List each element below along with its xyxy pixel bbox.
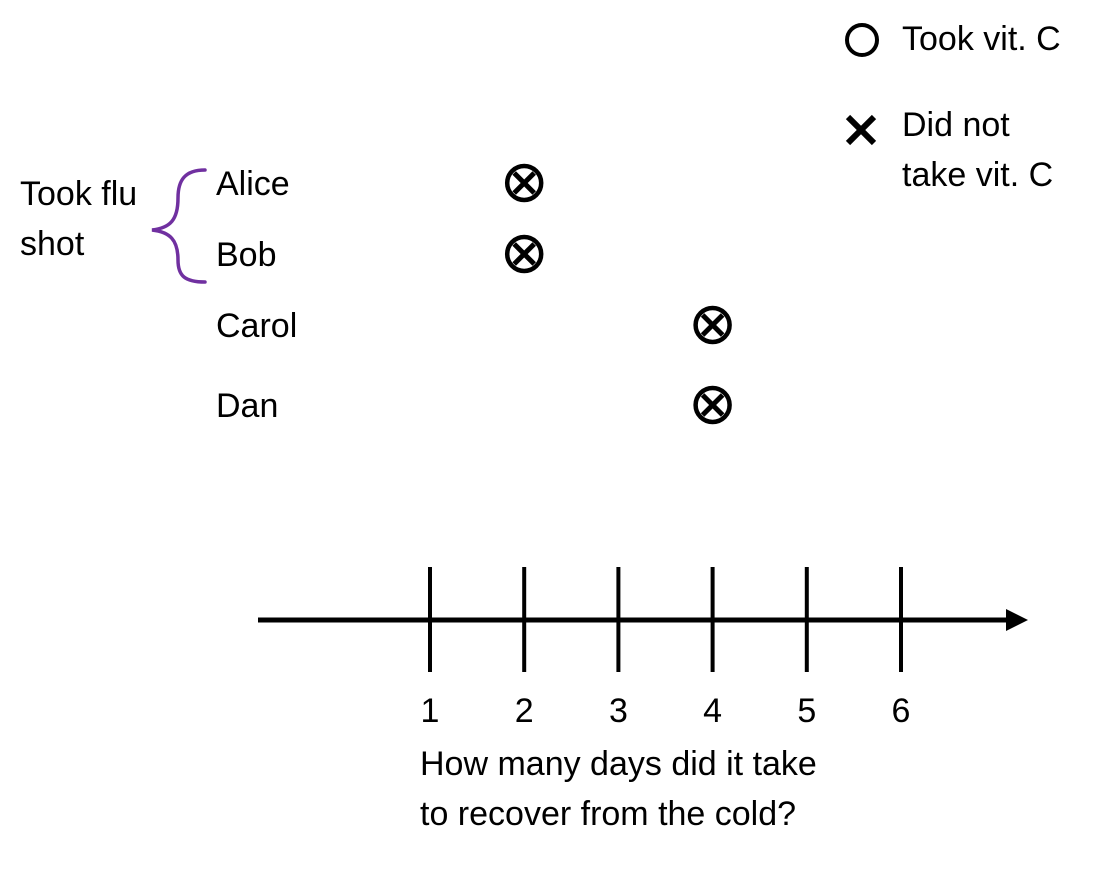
point-x-carol: [700, 313, 725, 337]
point-x-alice: [512, 171, 536, 195]
point-x-dan: [700, 393, 725, 417]
group-bracket-curve: [151, 168, 207, 284]
legend-marker-circle: [845, 23, 879, 57]
point-circle-dan: [693, 385, 732, 425]
point-circle-carol: [693, 305, 732, 345]
point-x-carol-stroke-2: [700, 313, 725, 337]
row-label-carol: Carol: [216, 307, 297, 345]
x-tick-label-5: 5: [797, 692, 816, 730]
legend: Took vit. C Did not take vit. C: [845, 20, 1061, 194]
group-label-line-2: shot: [20, 225, 85, 263]
point-x-bob: [512, 242, 536, 266]
legend-label-no-vit-c-line-1: Did not: [902, 106, 1010, 144]
point-x-dan-stroke-2: [700, 393, 725, 417]
row-label-dan: Dan: [216, 387, 278, 425]
point-x-alice-stroke-2: [512, 171, 536, 195]
data-point-carol: [693, 305, 732, 345]
row-label-bob: Bob: [216, 236, 277, 274]
row-label-alice: Alice: [216, 165, 290, 203]
x-tick-label-3: 3: [609, 692, 628, 730]
legend-label-took-vit-c: Took vit. C: [902, 20, 1061, 58]
legend-marker-x: [845, 114, 877, 146]
data-point-bob: [504, 234, 544, 274]
x-tick-label-6: 6: [892, 692, 911, 730]
group-label-line-1: Took flu: [20, 175, 137, 213]
group-bracket: Took flu shot: [20, 168, 207, 284]
legend-item-took-vit-c: Took vit. C: [845, 20, 1061, 58]
point-circle-bob: [504, 234, 544, 274]
legend-label-no-vit-c-line-2: take vit. C: [902, 156, 1053, 194]
data-point-dan: [693, 385, 732, 425]
x-axis-label-line-2: to recover from the cold?: [420, 795, 796, 833]
data-point-alice: [504, 163, 544, 203]
x-axis-arrowhead: [1006, 609, 1028, 631]
point-x-bob-stroke-2: [512, 242, 536, 266]
legend-marker-x-stroke-2: [845, 114, 877, 146]
point-circle-alice: [504, 163, 544, 203]
x-tick-label-1: 1: [421, 692, 440, 730]
x-axis-label-line-1: How many days did it take: [420, 745, 817, 783]
x-tick-label-2: 2: [515, 692, 534, 730]
legend-item-did-not-take-vit-c: Did not take vit. C: [845, 106, 1053, 194]
x-tick-label-4: 4: [703, 692, 722, 730]
